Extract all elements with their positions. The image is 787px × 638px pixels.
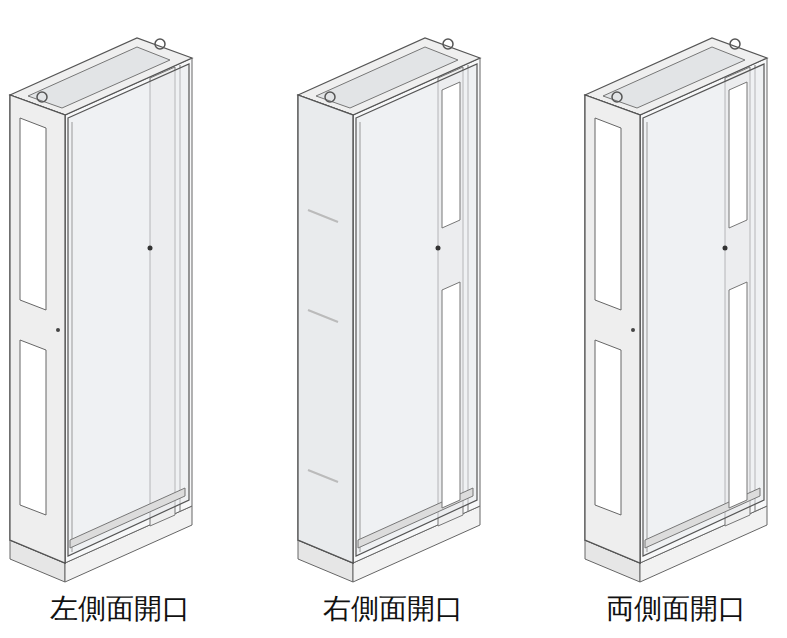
caption-label: 右側面開口 — [323, 592, 463, 626]
both-open-cabinet — [585, 38, 767, 582]
caption-label: 両側面開口 — [606, 592, 746, 626]
right-open-cabinet — [298, 38, 480, 582]
left-open-cabinet — [10, 38, 192, 582]
caption-label: 左側面開口 — [50, 592, 190, 626]
